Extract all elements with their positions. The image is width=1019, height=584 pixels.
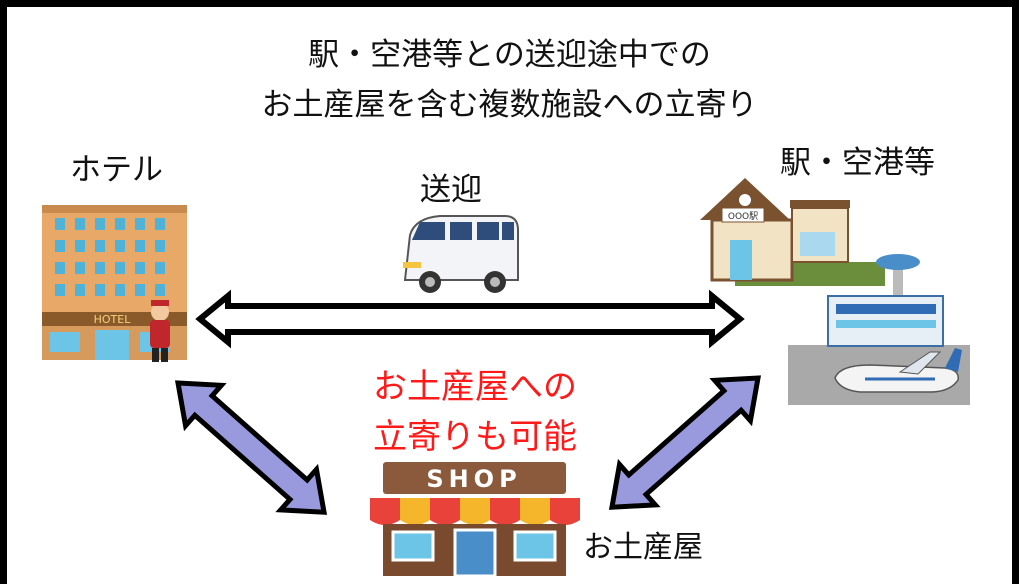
airport-icon bbox=[788, 254, 970, 405]
diagram-title: 駅・空港等との送迎途中での お土産屋を含む複数施設への立寄り bbox=[0, 30, 1019, 130]
van-icon bbox=[403, 215, 519, 293]
stopover-note: お土産屋への 立寄りも可能 bbox=[325, 362, 625, 462]
station-airport-label: 駅・空港等 bbox=[780, 145, 935, 181]
shop-sign: SHOP bbox=[426, 465, 521, 493]
note-line-2: 立寄りも可能 bbox=[373, 417, 577, 457]
shuttle-double-arrow bbox=[195, 289, 745, 349]
note-line-1: お土産屋への bbox=[373, 367, 577, 407]
title-line-1: 駅・空港等との送迎途中での bbox=[308, 37, 711, 73]
title-line-2: お土産屋を含む複数施設への立寄り bbox=[261, 87, 758, 123]
station-icon: OOO駅 bbox=[700, 178, 885, 286]
hotel-label: ホテル bbox=[70, 152, 163, 188]
airport-shop-double-arrow bbox=[608, 375, 762, 510]
shop-icon: SHOP bbox=[370, 462, 580, 578]
hotel-shop-double-arrow bbox=[174, 380, 328, 515]
shuttle-label: 送迎 bbox=[420, 172, 482, 208]
station-sign: OOO駅 bbox=[728, 211, 758, 222]
hotel-icon: HOTEL bbox=[42, 205, 187, 362]
hotel-sign: HOTEL bbox=[94, 313, 132, 326]
souvenir-shop-label: お土産屋 bbox=[583, 530, 703, 565]
